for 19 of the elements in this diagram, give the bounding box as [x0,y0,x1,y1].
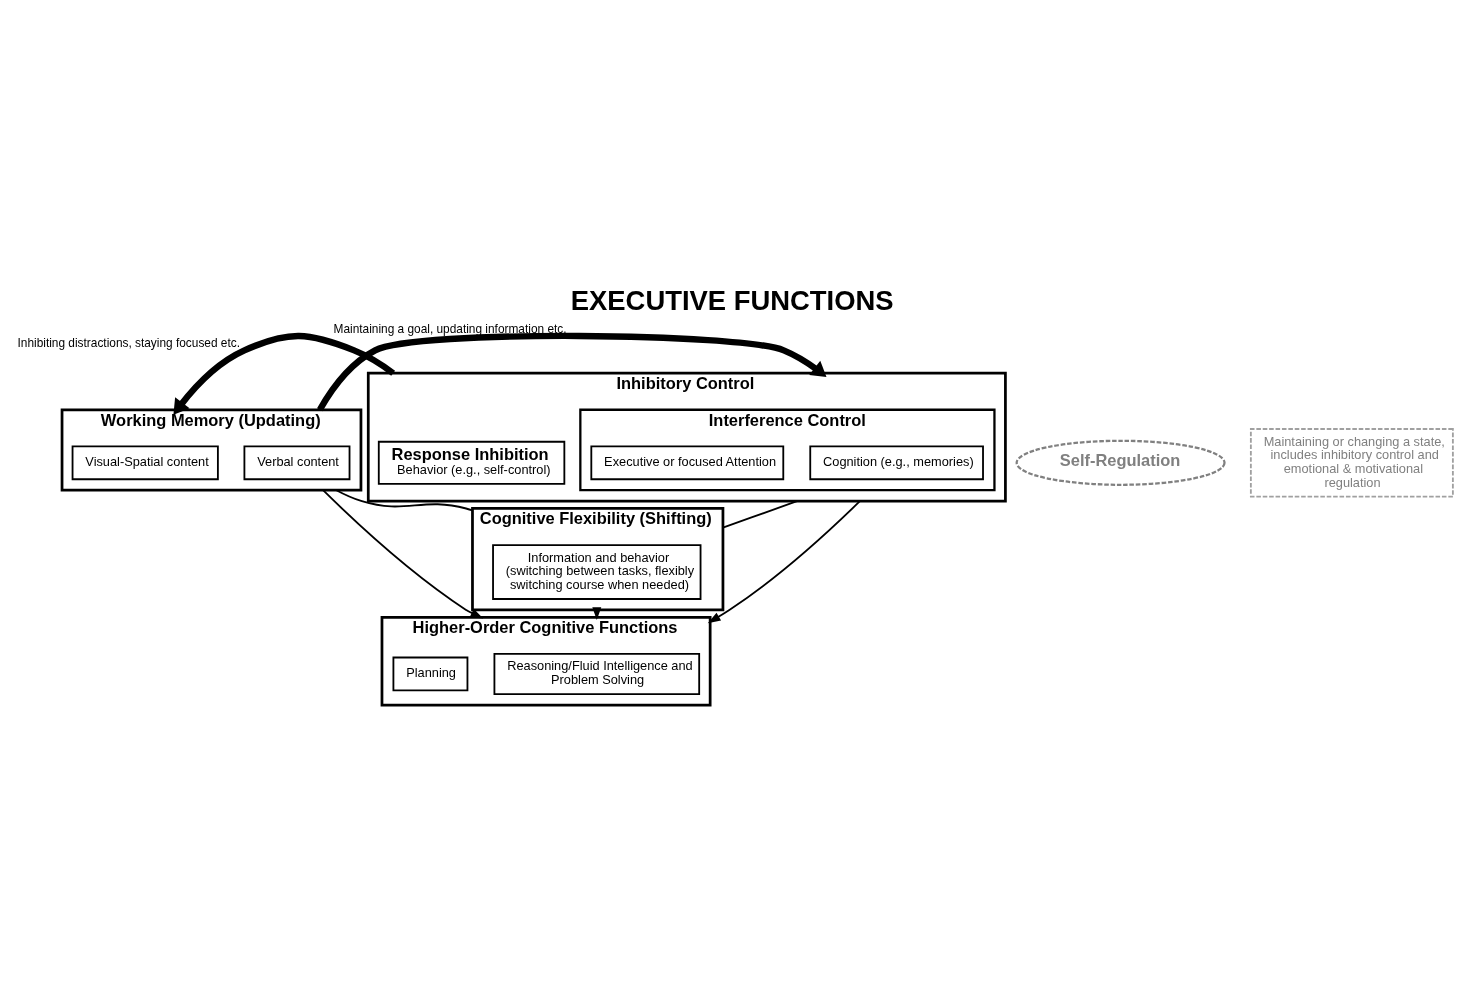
arrow [317,332,827,411]
node-box: Planning [392,656,469,691]
arrow [322,488,484,618]
node-box: Reasoning/Fluid Intelligence and Problem Solving [493,652,701,695]
arrow [173,332,396,415]
node-box: Executive or focused Attention [590,444,785,480]
connector [722,499,798,528]
arrow [707,499,861,623]
node-ellipse: Self-Regulation [1015,439,1226,486]
node-box: Cognition (e.g., memories) [809,444,984,480]
diagram-title: EXECUTIVE FUNCTIONS [570,284,894,316]
node-box: Response Inhibition Behavior (e.g., self-control) [377,440,566,485]
edge-label: Inhibiting distractions, staying focused etc. [17,335,240,350]
node-box: Verbal content [243,444,351,480]
edge-label: Maintaining a goal, updating information etc. [333,321,567,336]
node-box: Visual-Spatial content [71,444,219,480]
connector [335,488,474,511]
node-box: Maintaining or changing a state, includes inhibitory control and emotional & motivational regulation [1249,427,1454,498]
node-box: Information and behavior (switching between tasks, flexibly switching course when needed) [492,543,702,600]
